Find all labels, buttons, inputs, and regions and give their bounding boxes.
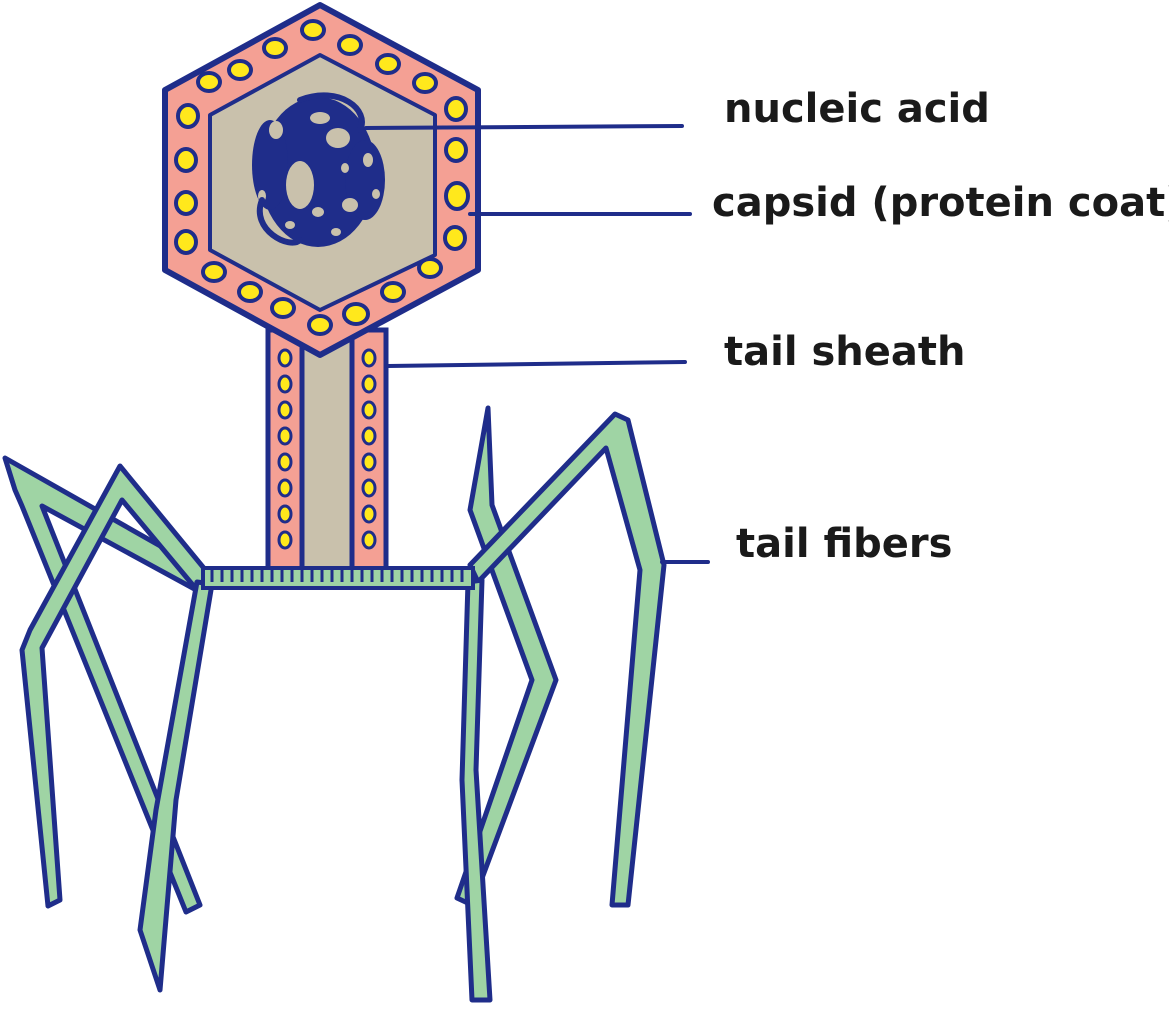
capsid xyxy=(162,2,481,358)
nucleic-acid-leader xyxy=(364,124,684,130)
tail-sheath-leader xyxy=(386,360,687,368)
label-tail-sheath: tail sheath xyxy=(724,329,965,375)
leader-lines xyxy=(364,124,710,564)
label-tail-fibers: tail fibers xyxy=(736,521,952,567)
label-capsid: capsid (protein coat) xyxy=(712,180,1169,226)
tail-sheath xyxy=(265,327,389,573)
base-plate-ridges xyxy=(210,570,464,582)
tail-fiber-right-outer xyxy=(467,411,667,908)
nucleic-acid xyxy=(252,92,385,247)
tail-fiber-right-inner xyxy=(459,577,493,1003)
tail-sheath-left-wall xyxy=(265,327,305,573)
tail-fibers xyxy=(2,405,667,1003)
label-nucleic-acid: nucleic acid xyxy=(724,86,990,132)
capsid-proteins xyxy=(174,19,470,336)
base-plate xyxy=(201,566,475,590)
tail-sheath-proteins xyxy=(277,348,377,550)
